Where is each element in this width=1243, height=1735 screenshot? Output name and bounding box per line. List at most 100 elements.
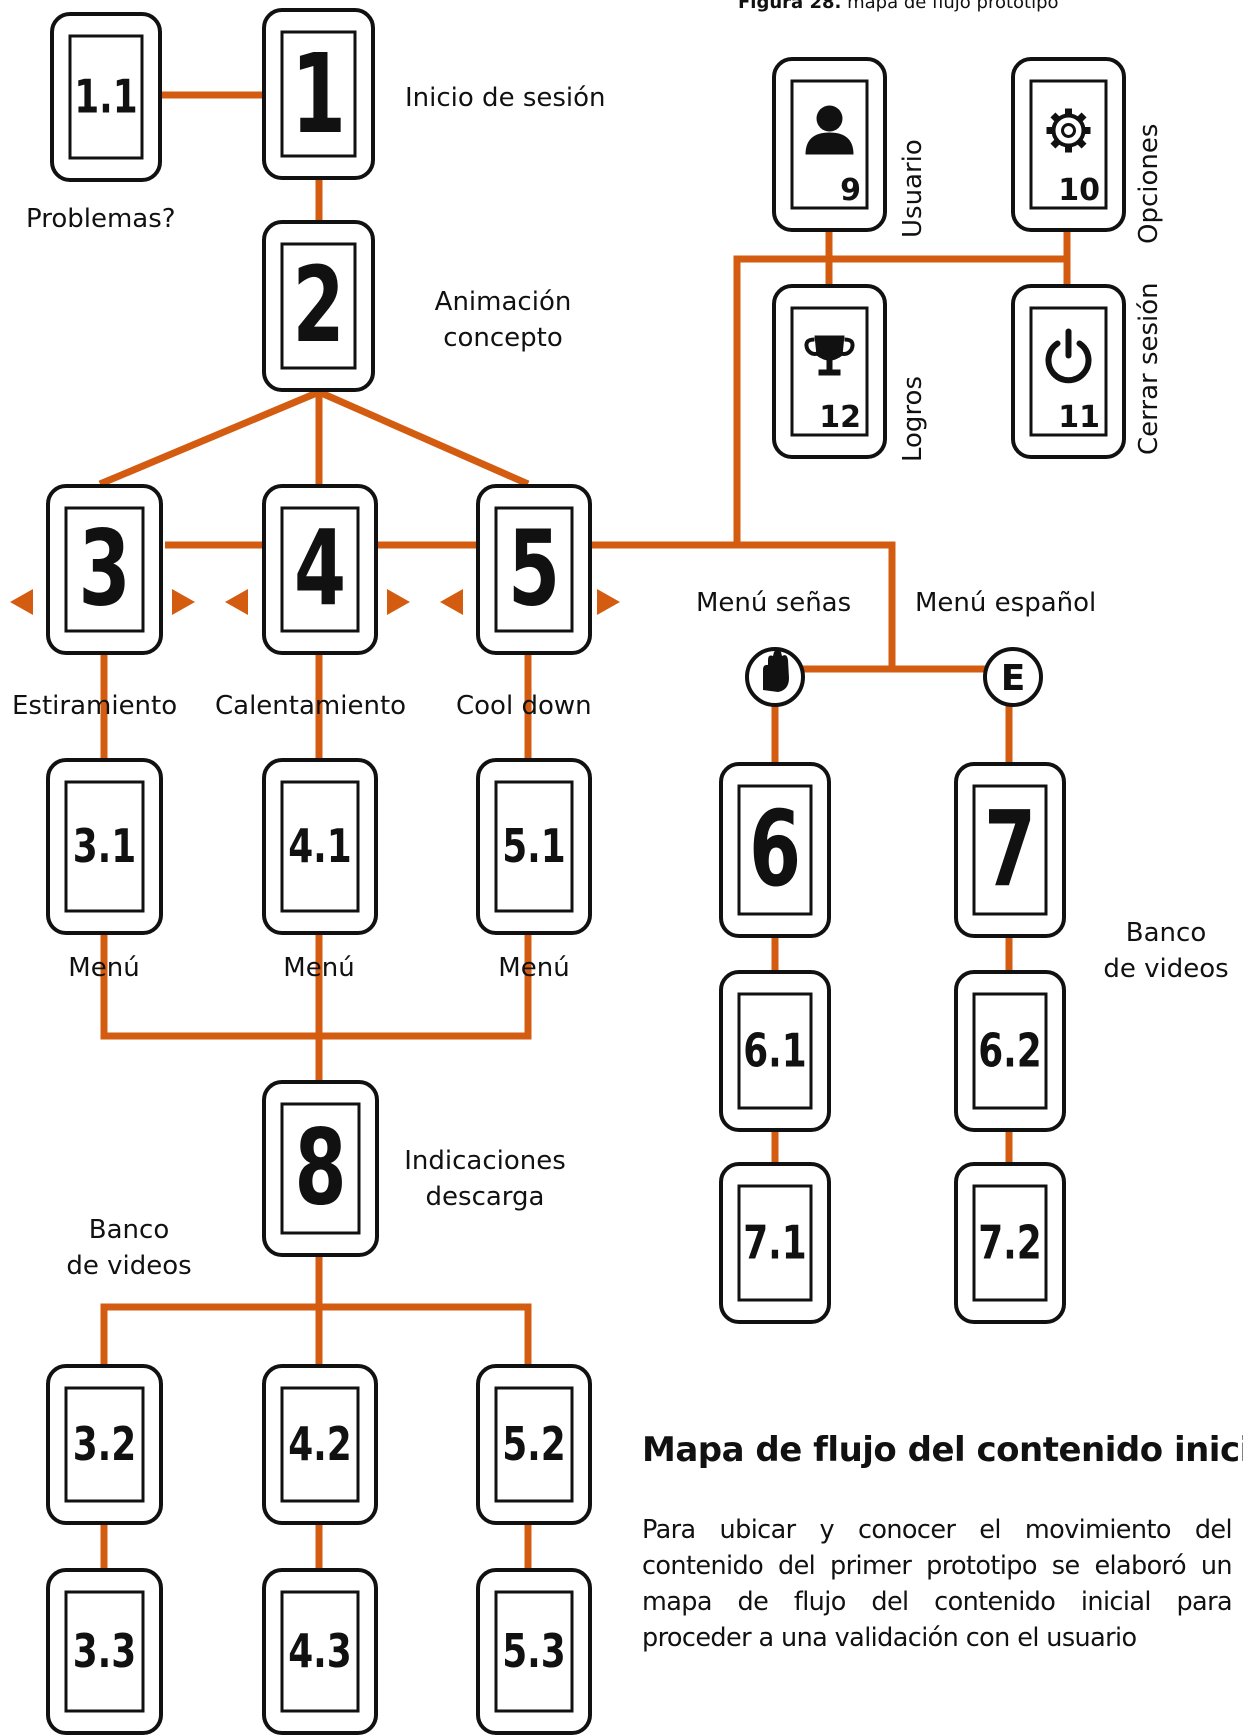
screen-number: 4.1 (288, 820, 352, 874)
screen-number: 2 (292, 246, 344, 367)
label-banco-right-2: de videos (1103, 954, 1229, 984)
phone-display (972, 1184, 1048, 1302)
screen-5[interactable]: 5 (476, 484, 592, 655)
screen-1[interactable]: 1 (262, 8, 375, 180)
label-cerrar: Cerrar sesión (1134, 282, 1164, 455)
screen-3-1[interactable]: 3.1 (46, 758, 163, 935)
screen-9[interactable]: 9 (772, 57, 887, 232)
screen-2[interactable]: 2 (262, 220, 375, 392)
letter-e-glyph: E (1001, 658, 1026, 699)
screen-1-1[interactable]: 1.1 (50, 12, 162, 182)
label-animacion-1: Animación (434, 287, 572, 317)
phone-display (737, 784, 813, 916)
figure-label: Figura 28. (738, 0, 842, 13)
connector-5-menus (592, 541, 896, 669)
phone-display (64, 506, 145, 633)
menu-spanish-node[interactable]: E (983, 647, 1043, 707)
connectors (98, 91, 1071, 1568)
label-calentamiento: Calentamiento (215, 691, 407, 721)
screen-number: 3.2 (73, 1418, 137, 1472)
label-animacion-2: concepto (443, 323, 563, 353)
screen-12[interactable]: 12 (772, 284, 887, 459)
phone-display (737, 992, 813, 1110)
screen-5-3[interactable]: 5.3 (476, 1568, 592, 1735)
label-logros: Logros (898, 375, 928, 462)
screen-7-2[interactable]: 7.2 (954, 1162, 1066, 1324)
phone-display (280, 1590, 360, 1713)
screen-number: 6.1 (743, 1024, 807, 1078)
screen-8[interactable]: 8 (262, 1080, 379, 1257)
arrow-left-icon[interactable] (225, 589, 248, 615)
screen-number: 1.1 (74, 70, 138, 124)
arrow-right-icon[interactable] (172, 589, 195, 615)
label-menu-3: Menú (68, 953, 140, 983)
screen-number: 10 (1058, 173, 1100, 208)
screen-number: 1 (291, 30, 346, 159)
letter-e-icon (983, 647, 1043, 707)
screen-7[interactable]: 7 (954, 762, 1066, 938)
screen-6-2[interactable]: 6.2 (954, 970, 1066, 1132)
screen-number: 7.2 (978, 1216, 1042, 1270)
screen-number: 5.1 (502, 820, 566, 874)
label-menu-espanol: Menú español (915, 588, 1097, 618)
screen-number: 6 (749, 790, 801, 911)
screen-number: 3.3 (73, 1625, 137, 1679)
phone-display (280, 506, 360, 633)
screen-number: 8 (294, 1108, 346, 1229)
screen-10[interactable]: 10 (1011, 57, 1126, 232)
phone-display (737, 1184, 813, 1302)
phone-display (280, 1386, 360, 1503)
phone-display (972, 784, 1048, 916)
screen-6-1[interactable]: 6.1 (719, 970, 831, 1132)
screen-4-2[interactable]: 4.2 (262, 1364, 378, 1525)
figure-caption: Figura 28. mapa de flujo prototipo (738, 0, 1059, 13)
phone-display (494, 506, 574, 633)
screens: 1 1.1 2 3 4 5 3.1 4.1 5.1 8 3.2 4.2 5.2 3.3 4.3 5.3 6 7 6.… (46, 8, 1126, 1735)
phone-display (280, 242, 357, 370)
label-banco-right-1: Banco (1125, 918, 1207, 948)
label-opciones: Opciones (1134, 123, 1164, 244)
screen-11[interactable]: 11 (1011, 284, 1126, 459)
screen-4-1[interactable]: 4.1 (262, 758, 378, 935)
phone-display (972, 992, 1048, 1110)
menu-signs-node[interactable] (745, 647, 805, 707)
connector-menu-top (733, 255, 1067, 545)
screen-number: 7 (984, 790, 1036, 911)
phone-display (68, 34, 144, 160)
arrow-right-icon[interactable] (387, 589, 410, 615)
power-icon (1045, 328, 1092, 384)
screen-3-2[interactable]: 3.2 (46, 1364, 163, 1525)
gear-icon (1046, 108, 1091, 153)
screen-6[interactable]: 6 (719, 762, 831, 938)
screen-4-3[interactable]: 4.3 (262, 1568, 378, 1735)
label-menu-4: Menú (283, 953, 355, 983)
screen-number: 11 (1058, 400, 1100, 435)
screen-number: 3 (78, 509, 130, 630)
phone-display (280, 1102, 361, 1235)
section-paragraph: Para ubicar y conocer el movimiento del … (642, 1515, 1233, 1653)
screen-number: 9 (840, 173, 861, 208)
screen-7-1[interactable]: 7.1 (719, 1162, 831, 1324)
label-cooldown: Cool down (456, 691, 592, 721)
screen-5-2[interactable]: 5.2 (476, 1364, 592, 1525)
label-banco-2: de videos (66, 1251, 192, 1281)
arrow-right-icon[interactable] (597, 589, 620, 615)
screen-3[interactable]: 3 (46, 484, 163, 655)
connector-2-5 (317, 388, 530, 488)
screen-number: 4.3 (288, 1625, 352, 1679)
screen-number: 5.3 (502, 1625, 566, 1679)
screen-5-1[interactable]: 5.1 (476, 758, 592, 935)
phone-display (280, 780, 360, 913)
arrow-left-icon[interactable] (10, 589, 33, 615)
phone-display (494, 1590, 574, 1713)
phone-display (280, 30, 357, 158)
screen-number: 5.2 (502, 1418, 566, 1472)
screen-number: 4.2 (288, 1418, 352, 1472)
screen-4[interactable]: 4 (262, 484, 378, 655)
label-inicio: Inicio de sesión (405, 83, 606, 113)
screen-number: 5 (508, 509, 560, 630)
arrow-left-icon[interactable] (440, 589, 463, 615)
label-indicaciones-2: descarga (425, 1182, 545, 1212)
screen-3-3[interactable]: 3.3 (46, 1568, 163, 1735)
